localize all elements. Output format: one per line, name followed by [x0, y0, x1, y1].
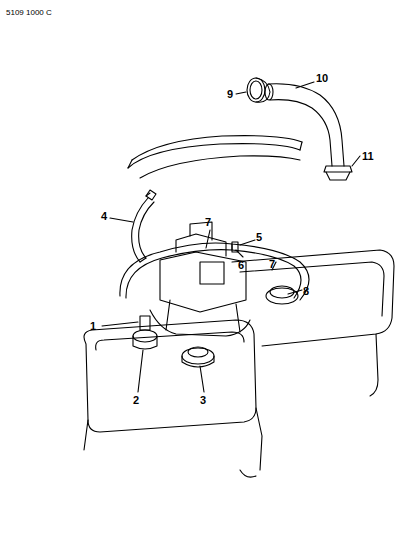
drawing-code: 5109 1000 C	[6, 8, 52, 17]
callout-number: 9	[227, 88, 233, 100]
callout-number: 11	[362, 150, 374, 162]
callout-number: 4	[101, 210, 107, 222]
callout-number: 7	[205, 216, 211, 228]
callout-number: 1	[90, 320, 96, 332]
callout-number: 7	[269, 258, 275, 270]
callout-number: 5	[256, 231, 262, 243]
callout-number: 6	[238, 259, 244, 271]
callout-number: 3	[200, 394, 206, 406]
callout-number: 8	[303, 285, 309, 297]
callout-number: 2	[133, 394, 139, 406]
callout-number: 10	[316, 72, 328, 84]
